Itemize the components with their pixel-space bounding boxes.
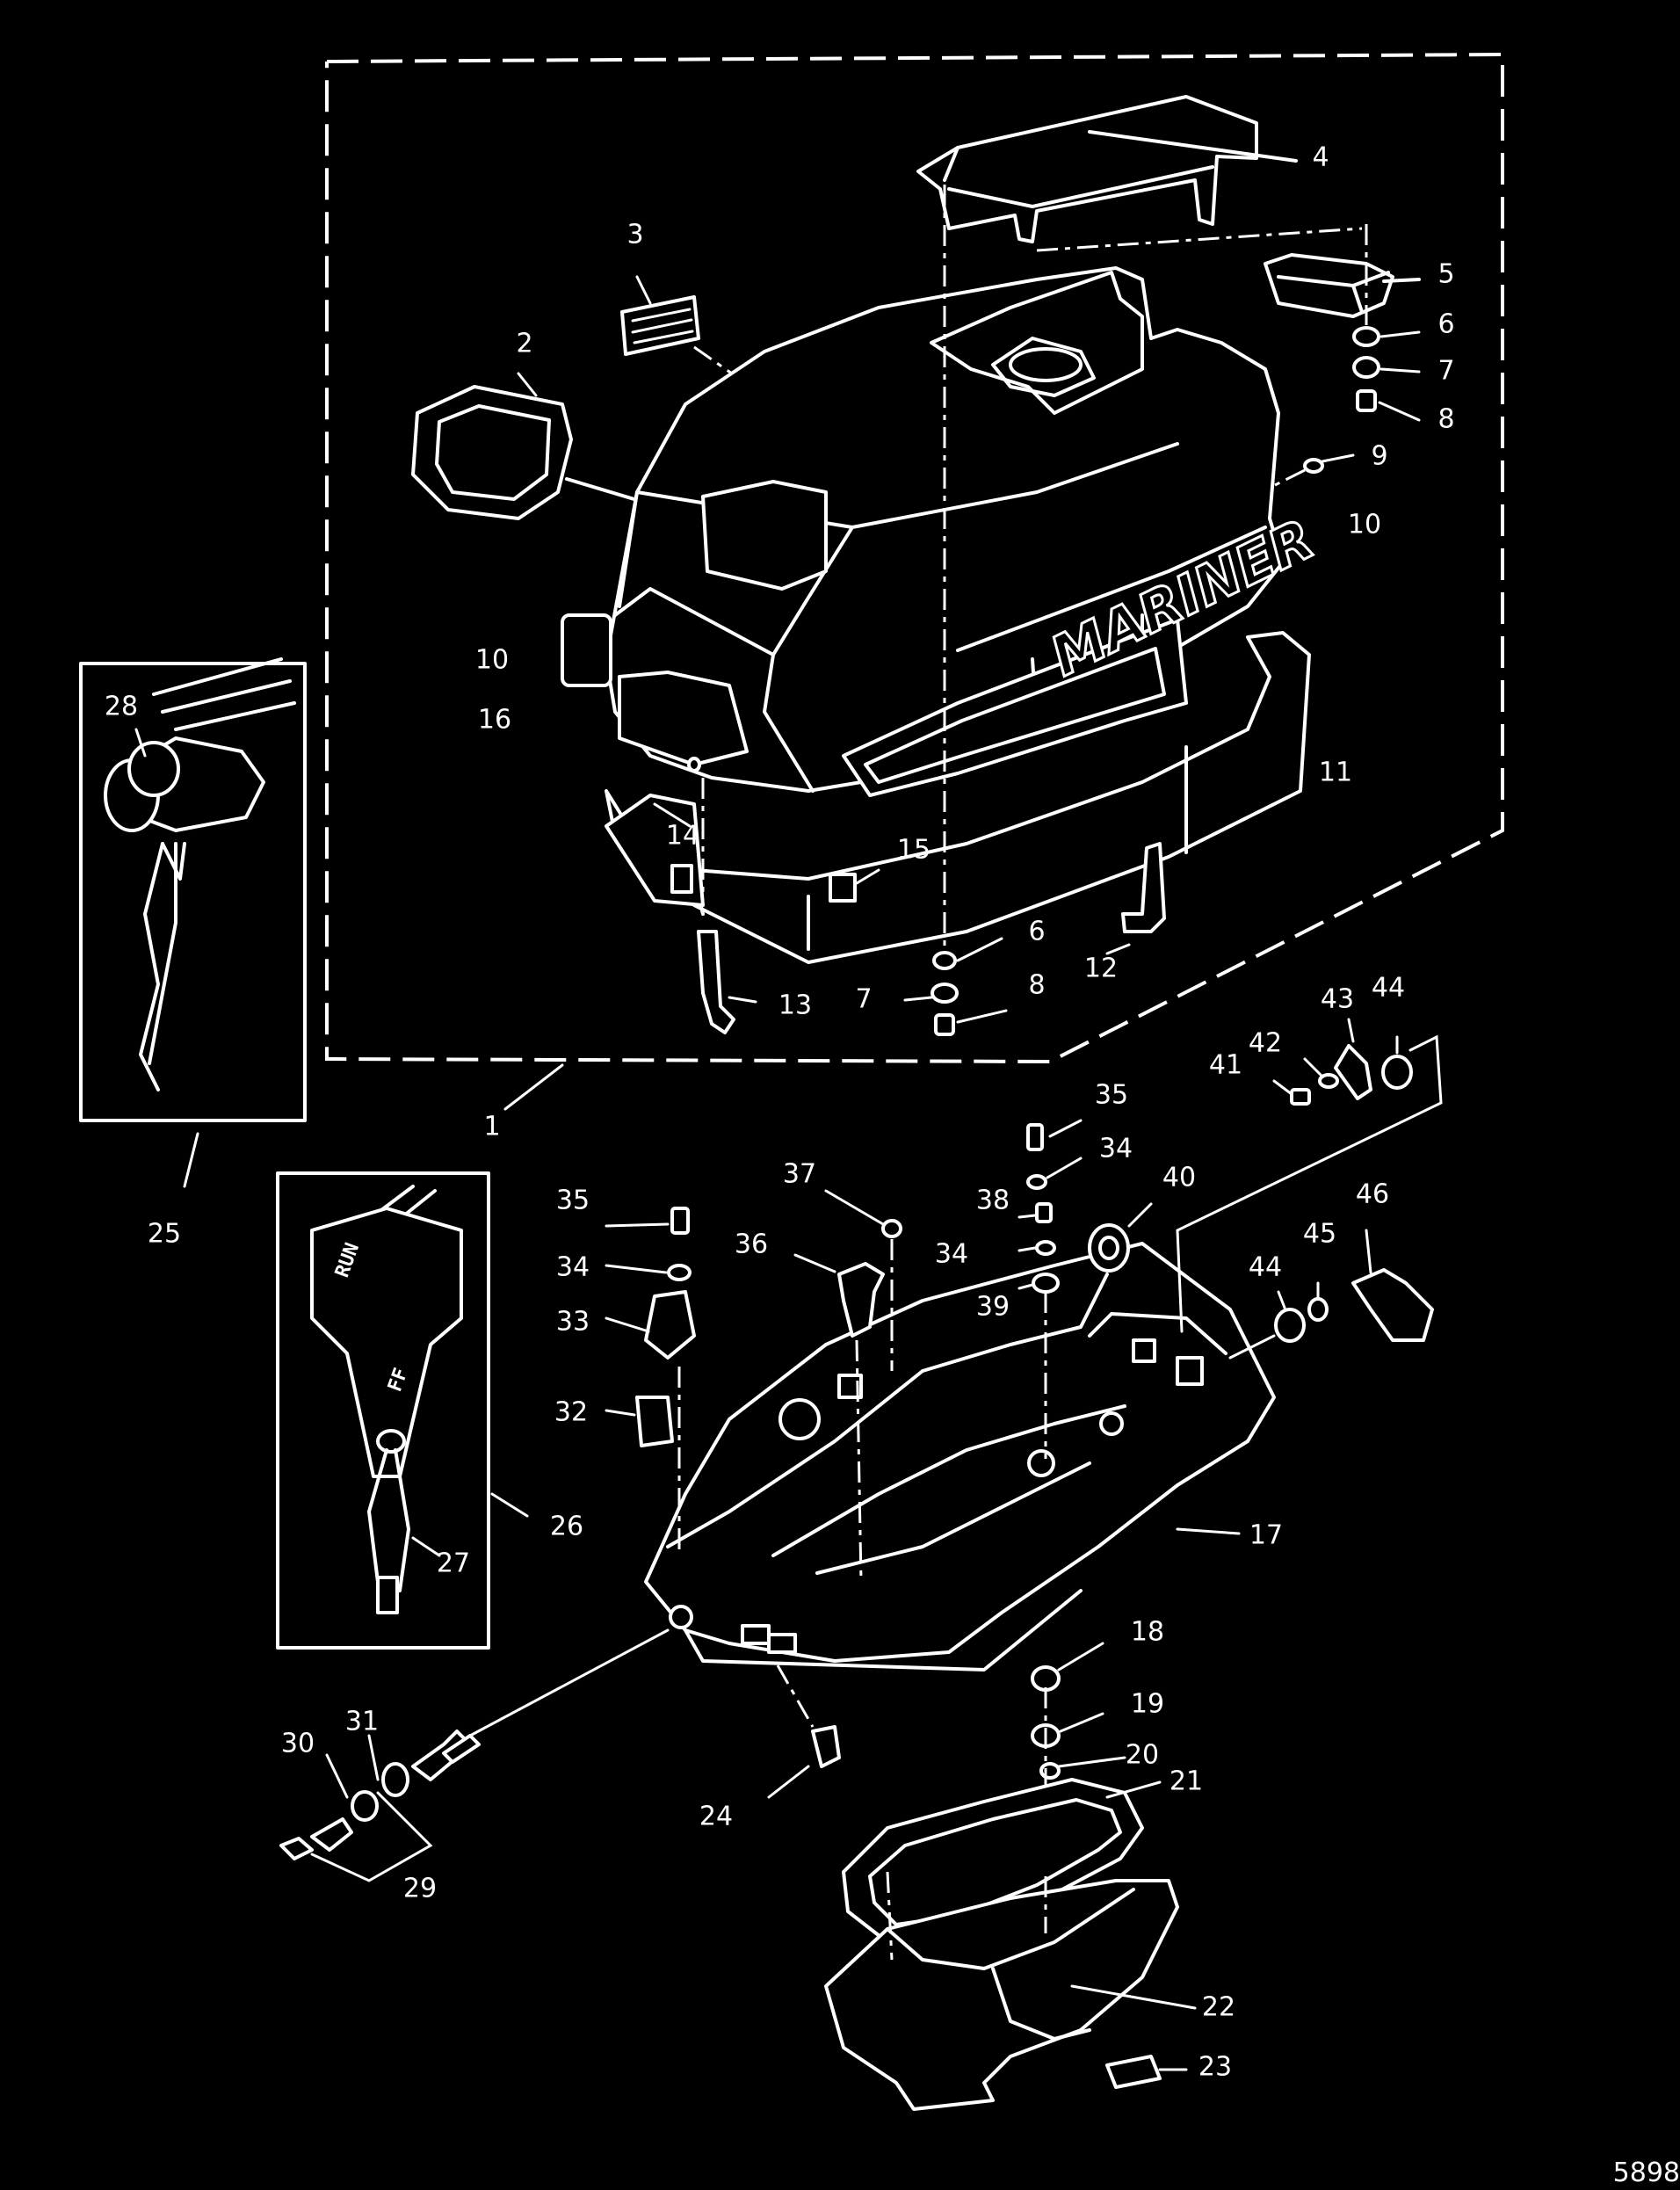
- callout-29: 29: [403, 1874, 437, 1904]
- callout-18: 18: [1131, 1617, 1164, 1648]
- top-cowl-assembly-boundary: [325, 52, 1504, 1111]
- callout-45: 45: [1303, 1219, 1336, 1250]
- callout-13: 13: [778, 990, 812, 1021]
- callout-39: 39: [976, 1292, 1010, 1323]
- callout-25: 25: [148, 1219, 181, 1250]
- callout-46: 46: [1356, 1179, 1389, 1210]
- callout-37: 37: [783, 1159, 816, 1190]
- callout-5: 5: [1437, 259, 1454, 290]
- callout-11: 11: [1319, 758, 1352, 788]
- callout-42: 42: [1249, 1028, 1282, 1059]
- callout-26: 26: [550, 1512, 583, 1542]
- callout-28: 28: [105, 692, 138, 722]
- part-2-vent-grill: [411, 372, 700, 520]
- callout-10-left: 10: [475, 645, 509, 676]
- callout-2: 2: [516, 329, 532, 359]
- callout-6-lower: 6: [1028, 917, 1045, 947]
- callout-35-left: 35: [556, 1186, 590, 1216]
- callout-38: 38: [976, 1186, 1010, 1216]
- part-5-latch: [1264, 253, 1421, 422]
- callout-15: 15: [897, 835, 931, 866]
- callout-9: 9: [1371, 441, 1387, 472]
- cowl-hardware: [653, 453, 1355, 1034]
- cowl-lower-hardware: [903, 937, 1008, 1036]
- callout-3: 3: [626, 220, 643, 250]
- callout-20: 20: [1126, 1740, 1159, 1771]
- part-17-bottom-cowl: [644, 1242, 1276, 1672]
- part-4-top-cover: [916, 95, 1298, 243]
- callout-19: 19: [1131, 1689, 1164, 1720]
- callout-32: 32: [554, 1397, 588, 1428]
- callout-30: 30: [281, 1729, 315, 1759]
- document-number: 5898: [1613, 2157, 1680, 2188]
- part-24-clip: [767, 1664, 841, 1799]
- callout-34-top: 34: [1099, 1134, 1133, 1164]
- part-3-decal: [620, 275, 739, 380]
- callout-labels: 1 2 3 4 5 6 7 8 9 10 10 11 12 13 14 15 1…: [105, 142, 1455, 2083]
- bottom-cowl-hardware-left: [605, 1119, 1153, 1583]
- callout-36: 36: [735, 1229, 768, 1260]
- callout-8-lower: 8: [1028, 970, 1045, 1001]
- callout-44-right: 44: [1249, 1252, 1282, 1283]
- callout-16: 16: [478, 705, 511, 736]
- callout-34-mid: 34: [935, 1239, 968, 1270]
- parts-21-23-lower-pan: [824, 1778, 1197, 2111]
- callout-22: 22: [1202, 1992, 1235, 2023]
- callout-14: 14: [666, 821, 699, 852]
- callout-10-right: 10: [1348, 510, 1381, 540]
- bottom-cowl-hardware-right: [1176, 1018, 1443, 1360]
- callout-6-upper: 6: [1437, 309, 1454, 340]
- callout-7-lower: 7: [855, 984, 872, 1015]
- callout-33: 33: [556, 1307, 590, 1338]
- callout-4: 4: [1312, 142, 1329, 173]
- callout-24: 24: [699, 1802, 733, 1832]
- callout-41: 41: [1209, 1050, 1242, 1081]
- callout-43: 43: [1321, 984, 1354, 1015]
- top-cowl-body: [561, 266, 1311, 964]
- callout-8-upper: 8: [1437, 404, 1454, 435]
- alignment-lines: [943, 185, 1368, 949]
- parts-29-31-fitting: [279, 1628, 670, 1882]
- callout-21: 21: [1169, 1766, 1203, 1797]
- inset-key-switch-lanyard: [79, 657, 307, 1188]
- callout-17: 17: [1249, 1520, 1283, 1551]
- callout-44-top: 44: [1372, 973, 1405, 1004]
- callout-40: 40: [1162, 1163, 1196, 1193]
- callout-31: 31: [345, 1707, 379, 1737]
- callout-34-left: 34: [556, 1252, 590, 1283]
- callout-35-top: 35: [1095, 1080, 1128, 1111]
- callout-27: 27: [437, 1548, 470, 1579]
- callout-1: 1: [483, 1112, 500, 1142]
- callout-7-upper: 7: [1437, 356, 1454, 387]
- inset-stop-switch: RUN FF: [276, 1171, 529, 1650]
- callout-23: 23: [1198, 2052, 1232, 2083]
- callout-12: 12: [1084, 954, 1118, 984]
